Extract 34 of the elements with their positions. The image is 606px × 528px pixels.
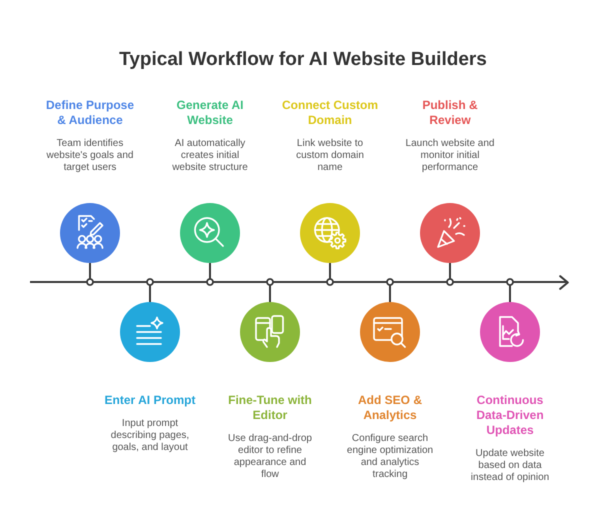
step-description: Configure search engine optimization and analytics tracking <box>346 433 434 481</box>
step-title: Fine-Tune with Editor <box>227 393 313 423</box>
stem-connector <box>326 263 334 286</box>
stem-connector <box>446 263 454 286</box>
step-title: Generate AI Website <box>176 98 244 128</box>
step-title: Define Purpose & Audience <box>44 98 136 128</box>
checklist-people-icon <box>60 203 120 263</box>
text-lines-sparkle-icon <box>120 302 180 362</box>
diagram-title: Typical Workflow for AI Website Builders <box>118 48 488 72</box>
sparkle-search-icon <box>180 203 240 263</box>
step-title: Enter AI Prompt <box>104 393 196 408</box>
stem-connector <box>146 278 154 302</box>
step-description: AI automatically creates initial website structure <box>171 138 249 174</box>
stem-connector <box>206 263 214 286</box>
step-title: Publish & Review <box>421 98 479 128</box>
step-description: Team identifies website's goals and target users <box>46 138 134 174</box>
step-title: Continuous Data-Driven Updates <box>475 393 545 438</box>
browser-search-icon <box>360 302 420 362</box>
step-description: Use drag-and-drop editor to refine appearance and flow <box>227 433 313 481</box>
globe-gear-icon <box>300 203 360 263</box>
devices-touch-icon <box>240 302 300 362</box>
step-description: Link website to custom domain name <box>295 138 365 174</box>
document-chart-refresh-icon <box>480 302 540 362</box>
timeline-line <box>30 281 566 283</box>
step-title: Add SEO & Analytics <box>356 393 423 423</box>
step-description: Launch website and monitor initial performance <box>404 138 496 174</box>
step-title: Connect Custom Domain <box>281 98 379 128</box>
stem-connector <box>386 278 394 302</box>
step-description: Update website based on data instead of opinion <box>470 448 550 484</box>
party-popper-icon <box>420 203 480 263</box>
step-description: Input prompt describing pages, goals, and layout <box>110 418 190 454</box>
stem-connector <box>506 278 514 302</box>
stem-connector <box>266 278 274 302</box>
stem-connector <box>86 263 94 286</box>
